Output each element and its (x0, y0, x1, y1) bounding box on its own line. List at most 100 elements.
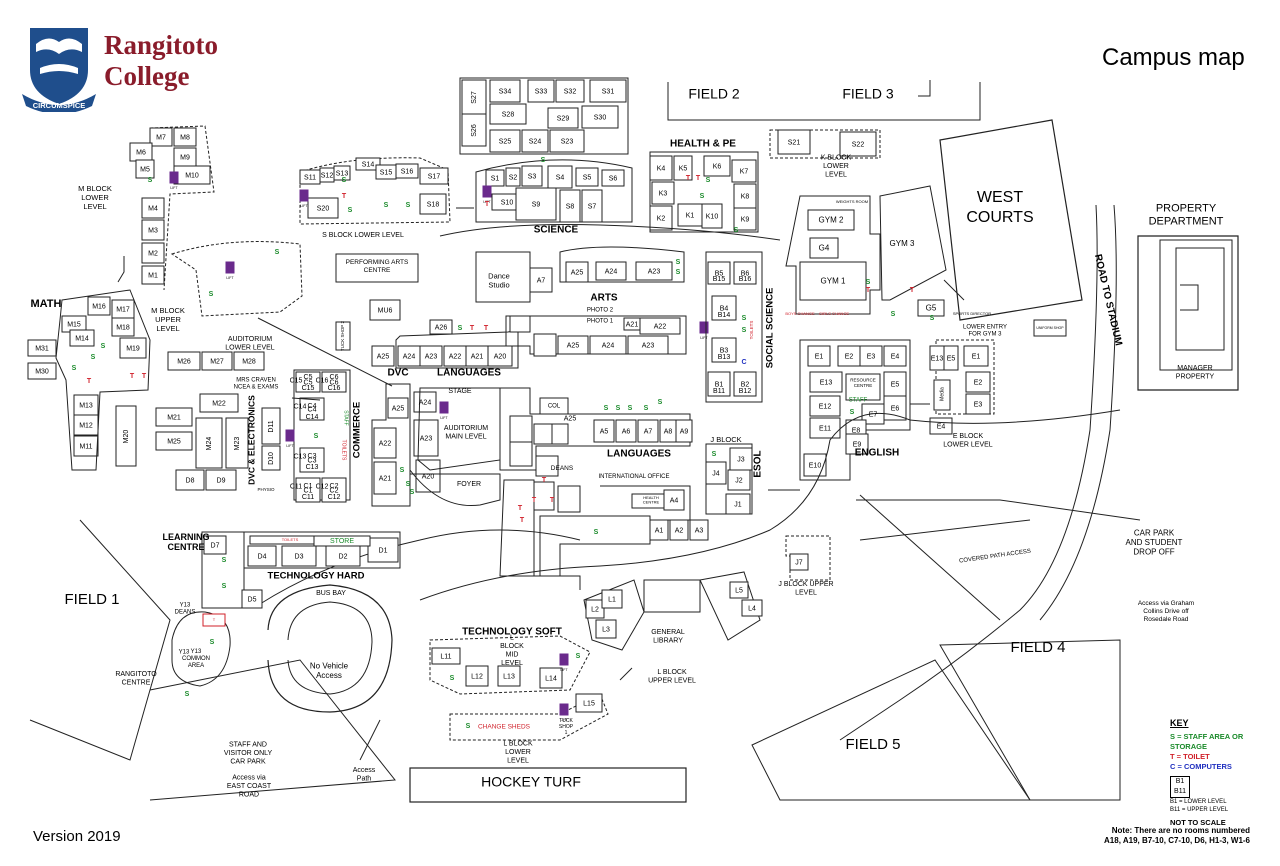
photo1-label: PHOTO 1 (587, 319, 614, 325)
room-e5 (943, 345, 959, 371)
room-label: M31 (35, 345, 49, 352)
staff-area-marker: S (314, 433, 319, 440)
room-e1 (963, 345, 989, 367)
toilet-marker: T (470, 325, 475, 332)
staff-area-marker: S (222, 557, 227, 564)
room-label: S33 (535, 88, 548, 95)
north-road (259, 529, 581, 605)
room-label: D11 (268, 420, 275, 432)
mrs-craven-arrow (291, 397, 321, 401)
media-label: Media (939, 387, 945, 401)
room-label: S26 (471, 124, 478, 137)
room-label: M2 (148, 250, 158, 257)
staff-area-marker: S (742, 327, 747, 334)
room-label: K1 (686, 212, 695, 219)
room-b3 (711, 337, 737, 363)
room-a2 (669, 519, 689, 541)
l-mid-outline (429, 635, 591, 695)
room-a20 (487, 345, 513, 367)
room-label: C14 (294, 403, 307, 410)
tuck-shop-2-label: TUCK SHOP 2 (340, 321, 345, 351)
m-arrow (117, 256, 125, 283)
room-label: A7 (537, 277, 546, 284)
gym3-outline (879, 185, 947, 301)
room-a22 (373, 427, 397, 459)
room-d4 (247, 545, 277, 567)
room-a7 (529, 267, 553, 293)
room-label: C15 (302, 385, 315, 392)
room-m11 (73, 435, 99, 457)
physio-label: PHYSIO (257, 487, 275, 492)
technology-soft-label: TECHNOLOGY SOFT (462, 627, 562, 638)
lang-small (557, 485, 581, 513)
room-label: GYM 1 (821, 277, 846, 286)
toilet-marker: T (485, 201, 490, 208)
room-label: C16 (328, 385, 341, 392)
room-label: J1 (734, 501, 742, 508)
room-d8 (175, 469, 205, 491)
west-courts-outline (939, 119, 1083, 321)
staff-area-marker: S (406, 202, 411, 209)
hockey-turf-outline (409, 767, 687, 803)
room-label: M5 (140, 166, 150, 173)
room-label: A20 (494, 353, 507, 360)
room-label: E12 (819, 403, 832, 410)
room-label: GYM 3 (890, 239, 915, 248)
lift-marker (225, 261, 235, 274)
room-s9 (515, 187, 557, 221)
library-right (699, 571, 761, 641)
room-label: S16 (401, 168, 414, 175)
room-l14 (539, 667, 563, 689)
lift-label: LIFT (560, 668, 568, 672)
key-toilet: T = TOILET (1170, 752, 1210, 761)
deans-label: DEANS (551, 465, 574, 472)
room-e3 (859, 345, 883, 367)
room-label: S12 (321, 172, 334, 179)
room-m18 (111, 317, 135, 337)
room-label: M27 (210, 358, 224, 365)
room-label: A7 (644, 428, 653, 435)
property-inner (1159, 239, 1233, 371)
room-label: D9 (217, 477, 226, 484)
room-label: S24 (529, 138, 542, 145)
toilet-marker: T (518, 505, 523, 512)
toilet-marker: T (130, 373, 135, 380)
arts-top-outline (559, 246, 685, 283)
lang-peds (533, 481, 555, 511)
room-label: C14 (306, 414, 319, 421)
e-lower-outline (935, 339, 995, 415)
room-label: M7 (156, 134, 166, 141)
staff-area-marker: S (658, 399, 663, 406)
toilets-label: TOILETS (282, 537, 299, 542)
room-d7 (203, 535, 227, 555)
room-a21 (623, 317, 641, 331)
arts-small-room (509, 315, 531, 333)
l-arrow (619, 667, 633, 681)
staff-label: STAFF (343, 410, 349, 425)
room-label: C13 (294, 453, 307, 460)
k-lower-outline (769, 129, 881, 159)
room-k3 (651, 181, 675, 205)
technology-hard-label: TECHNOLOGY HARD (268, 571, 365, 582)
room-label: C6 (330, 374, 339, 381)
room-m5 (135, 159, 155, 179)
room-label: L1 (608, 596, 616, 603)
room-label: S2 (509, 174, 518, 181)
room-label: D3 (295, 553, 304, 560)
room-m3 (141, 219, 165, 241)
room-label: M20 (123, 430, 130, 444)
room-e4 (883, 345, 907, 367)
room-m23 (225, 417, 249, 469)
room-s18 (419, 193, 447, 215)
room-label: L11 (440, 653, 451, 660)
room-label: L14 (545, 675, 557, 682)
toilets-label: TOILETS (749, 321, 754, 340)
key-computers: C = COMPUTERS (1170, 762, 1232, 771)
lift-label: LIFT (300, 204, 308, 208)
room-label: E2 (974, 379, 983, 386)
foyer-outline (409, 468, 501, 507)
